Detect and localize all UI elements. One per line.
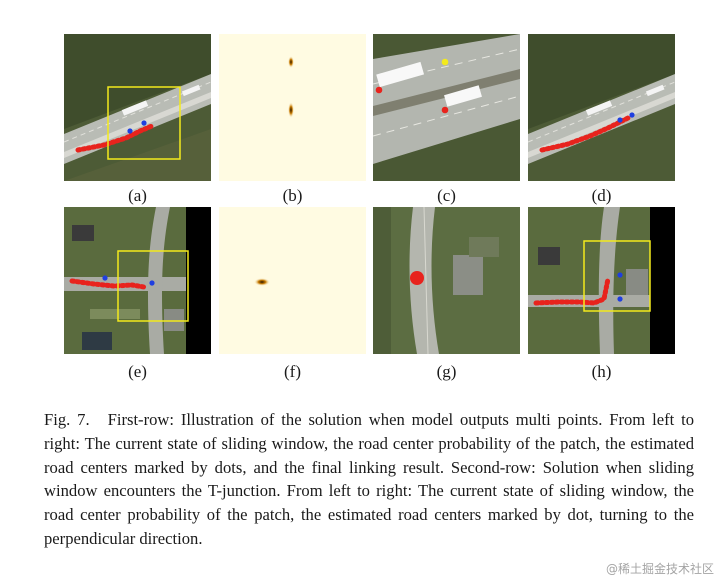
figure-caption: Fig. 7.First-row: Illustration of the so… xyxy=(44,408,694,551)
panel-f-heatmap xyxy=(219,207,366,354)
panel-e-image xyxy=(64,207,211,354)
figure-number: Fig. 7. xyxy=(44,410,90,429)
panel-g-image xyxy=(373,207,520,354)
watermark: @稀土掘金技术社区 xyxy=(605,562,714,576)
panel-h-image xyxy=(528,207,675,354)
panel-a-label: (a) xyxy=(128,186,147,205)
panel-h-label: (h) xyxy=(591,362,612,381)
caption-text: First-row: Illustration of the solution … xyxy=(44,410,694,548)
panel-c-image xyxy=(373,34,520,181)
panel-c-label: (c) xyxy=(437,186,456,205)
panel-b-heatmap xyxy=(219,34,366,181)
panel-d-label: (d) xyxy=(591,186,612,205)
panel-g-label: (g) xyxy=(436,362,457,381)
panel-a-image xyxy=(64,34,211,181)
panel-e-label: (e) xyxy=(128,362,147,381)
panel-d-image xyxy=(528,34,675,181)
panel-b-label: (b) xyxy=(282,186,303,205)
panel-f-label: (f) xyxy=(284,362,301,381)
